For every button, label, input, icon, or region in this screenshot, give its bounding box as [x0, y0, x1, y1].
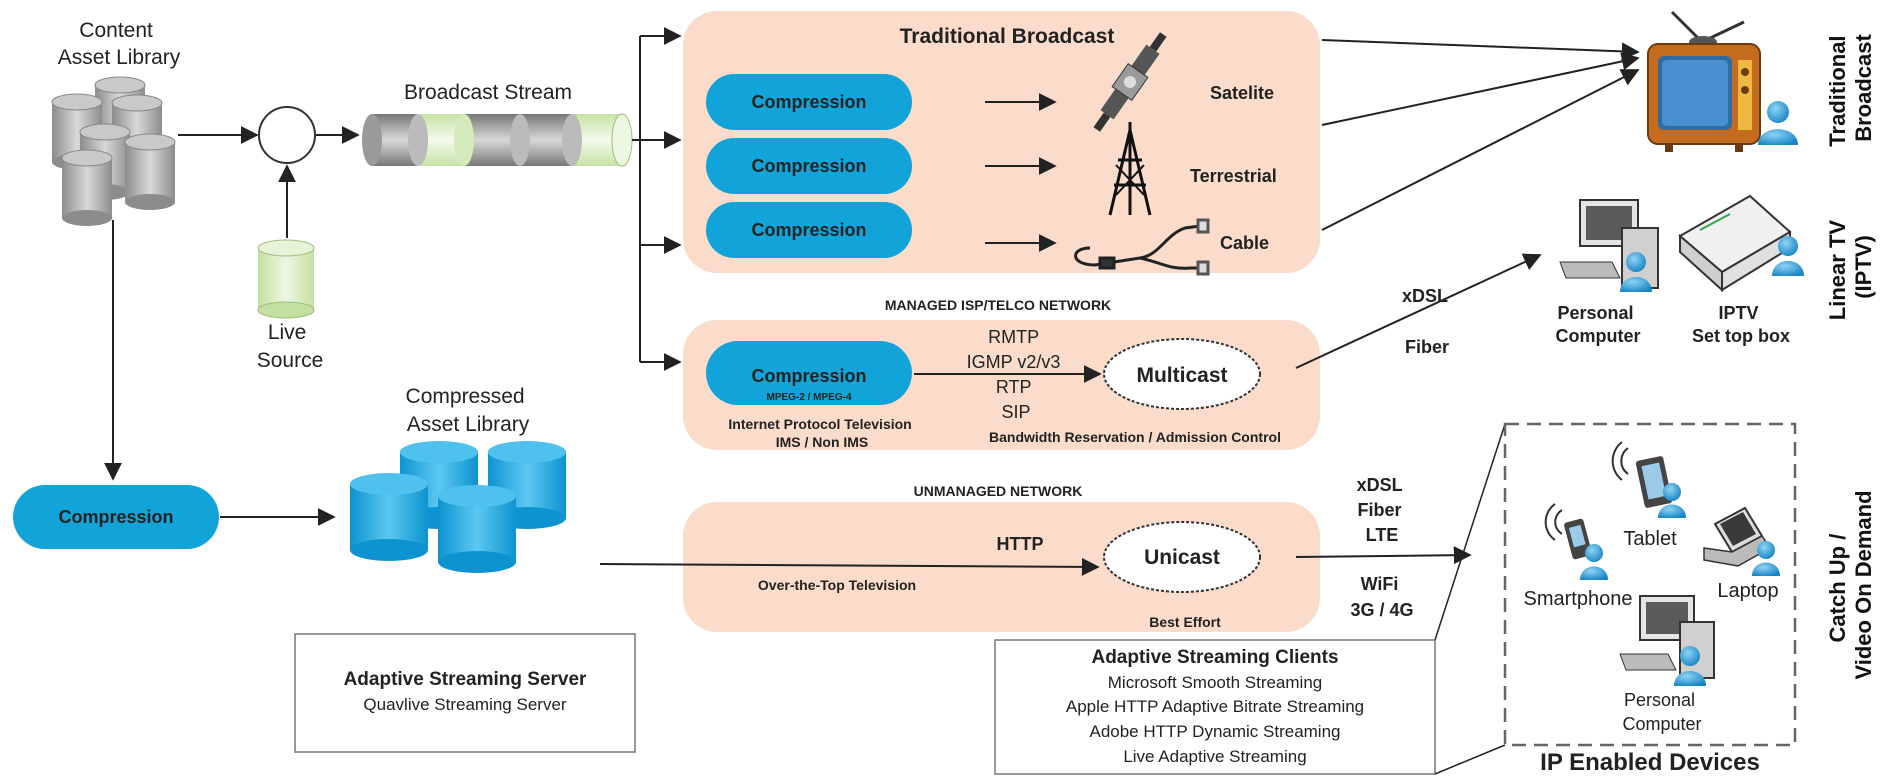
compressed-asset-library-icon: [350, 441, 566, 573]
laptop-icon: [1703, 506, 1780, 576]
device-personal-computer-icon: [1619, 595, 1715, 686]
device-personal-computer-label: Personal Computer: [1622, 690, 1701, 734]
laptop-label: Laptop: [1717, 580, 1778, 602]
tablet-label: Tablet: [1623, 528, 1677, 550]
client-item: Adobe HTTP Dynamic Streaming: [1089, 722, 1340, 741]
personal-computer-icon: [1559, 199, 1659, 292]
svg-text:Adaptive Streaming Clients: Adaptive Streaming Clients: [1091, 647, 1338, 668]
terrestrial-tower-icon: [1108, 122, 1152, 216]
multicast-to-pc-arrow: [1295, 253, 1542, 369]
compression-pill-iptv: Compression MPEG-2 / MPEG-4: [706, 341, 912, 405]
fiber-label: Fiber: [1405, 337, 1449, 357]
terrestrial-label: Terrestrial: [1190, 166, 1277, 186]
svg-text:Adaptive Streaming Server: Adaptive Streaming Server: [344, 669, 587, 690]
ott-label: Over-the-Top Television: [758, 577, 916, 593]
broadcast-stream-label: Broadcast Stream: [404, 81, 572, 104]
clients-box-connector: [1434, 423, 1506, 641]
cable-icon: [1074, 218, 1210, 276]
svg-text:Quavlive Streaming Server: Quavlive Streaming Server: [363, 695, 566, 714]
svg-text:MPEG-2 / MPEG-4: MPEG-2 / MPEG-4: [766, 392, 851, 403]
tablet-icon: [1611, 441, 1686, 518]
set-top-box-icon: [1678, 194, 1804, 293]
managed-network-label: MANAGED ISP/TELCO NETWORK: [885, 297, 1111, 313]
protocol-list: RMTP IGMP v2/v3 RTP SIP: [967, 327, 1066, 422]
svg-text:Compression: Compression: [751, 366, 866, 386]
svg-text:Compression: Compression: [751, 92, 866, 112]
traditional-broadcast-title: Traditional Broadcast: [900, 25, 1115, 48]
multicast-cloud: Multicast: [1103, 338, 1261, 410]
satelite-label: Satelite: [1210, 83, 1274, 103]
personal-computer-label: Personal Computer: [1556, 303, 1641, 346]
stream-mixer-node: [258, 106, 316, 164]
broadcast-stream-tube: [362, 113, 633, 167]
library-to-unicast-arrow: [599, 557, 1100, 576]
television-icon: [1647, 10, 1761, 152]
client-item: Apple HTTP Adaptive Bitrate Streaming: [1066, 697, 1364, 716]
compression-pill-vod: Compression: [13, 485, 219, 549]
unmanaged-links-label: xDSL Fiber LTE: [1357, 475, 1408, 545]
ip-enabled-devices-box: [1503, 422, 1797, 747]
iptv-caption: Internet Protocol Television IMS / Non I…: [728, 416, 915, 450]
broadcast-to-tv-arrows: [1321, 39, 1640, 231]
svg-text:Multicast: Multicast: [1136, 364, 1227, 387]
unmanaged-network-label: UNMANAGED NETWORK: [914, 483, 1083, 499]
compression-pill-terrestrial: Compression: [706, 138, 912, 194]
compressed-asset-library-label: Compressed Asset Library: [406, 385, 531, 436]
adaptive-streaming-server-box: Adaptive Streaming Server Quavlive Strea…: [294, 633, 636, 753]
adaptive-streaming-clients-box: Adaptive Streaming Clients Microsoft Smo…: [994, 639, 1436, 775]
ip-enabled-devices-label: IP Enabled Devices: [1540, 749, 1760, 776]
best-effort-label: Best Effort: [1149, 614, 1221, 630]
xdsl-label: xDSL: [1402, 286, 1448, 306]
live-source-icon: [257, 239, 315, 319]
wireless-links-label: WiFi 3G / 4G: [1350, 574, 1413, 620]
client-item: Microsoft Smooth Streaming: [1108, 673, 1322, 692]
unicast-cloud: Unicast: [1103, 521, 1261, 593]
bandwidth-label: Bandwidth Reservation / Admission Contro…: [989, 429, 1281, 445]
compression-pill-satelite: Compression: [706, 74, 912, 130]
svg-text:Compression: Compression: [751, 156, 866, 176]
content-asset-library-icon: [51, 76, 176, 226]
clients-box-connector-bottom: [1434, 744, 1506, 775]
client-item: Live Adaptive Streaming: [1123, 747, 1306, 766]
vertical-label-linear-tv: Linear TV (IPTV): [1825, 214, 1876, 320]
vertical-label-catch-up-vod: Catch Up / Video On Demand: [1825, 490, 1876, 679]
content-asset-library-label: Content Asset Library: [58, 19, 181, 69]
tv-viewer-icon: [1758, 101, 1798, 145]
satellite-icon: [1093, 32, 1167, 132]
http-label: HTTP: [997, 534, 1044, 554]
vertical-label-traditional-broadcast: Traditional Broadcast: [1825, 29, 1876, 146]
svg-text:Unicast: Unicast: [1144, 546, 1220, 569]
compression-pill-cable: Compression: [706, 202, 912, 258]
smartphone-label: Smartphone: [1524, 588, 1633, 610]
live-source-label: Live Source: [257, 321, 324, 372]
distribution-connectors: [632, 27, 682, 371]
smartphone-icon: [1544, 503, 1608, 580]
cable-label: Cable: [1220, 233, 1269, 253]
unicast-to-devices-arrow: [1295, 546, 1472, 565]
iptv-stb-label: IPTV Set top box: [1692, 303, 1790, 346]
svg-text:Compression: Compression: [58, 507, 173, 527]
svg-text:Compression: Compression: [751, 220, 866, 240]
